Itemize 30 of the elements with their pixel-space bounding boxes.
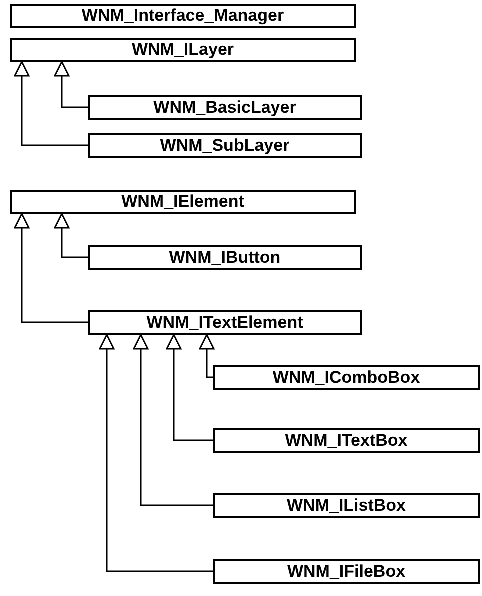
inheritance-arrow xyxy=(14,61,88,146)
inheritance-arrow xyxy=(54,213,88,258)
inheritance-arrow xyxy=(54,61,88,108)
class-box xyxy=(213,365,480,390)
class-box xyxy=(213,559,480,584)
class-box xyxy=(88,310,362,335)
inheritance-arrow xyxy=(199,334,215,378)
class-box xyxy=(88,133,362,158)
class-name: WNM_IButton xyxy=(169,248,281,268)
class-name: WNM_IListBox xyxy=(287,496,406,516)
class-name: WNM_ITextBox xyxy=(285,430,408,450)
class-box xyxy=(10,38,356,62)
class-name: WNM_SubLayer xyxy=(160,136,290,156)
class-box xyxy=(10,4,356,28)
inheritance-arrow xyxy=(14,213,88,324)
class-box xyxy=(10,190,356,214)
class-box xyxy=(88,95,362,120)
class-name: WNM_IFileBox xyxy=(287,562,406,582)
class-box xyxy=(213,428,480,453)
class-name: WNM_BasicLayer xyxy=(154,98,296,118)
inheritance-arrow xyxy=(166,334,213,442)
class-box xyxy=(213,493,480,518)
inheritance-arrow xyxy=(133,334,213,506)
class-name: WNM_IElement xyxy=(122,192,244,212)
class-name: WNM_ILayer xyxy=(132,40,234,60)
class-name: WNM_ITextElement xyxy=(146,312,304,332)
inheritance-arrow xyxy=(99,334,213,572)
class-box xyxy=(88,245,362,270)
class-name: WNM_IComboBox xyxy=(272,368,420,388)
class-name: WNM_Interface_Manager xyxy=(82,6,284,26)
